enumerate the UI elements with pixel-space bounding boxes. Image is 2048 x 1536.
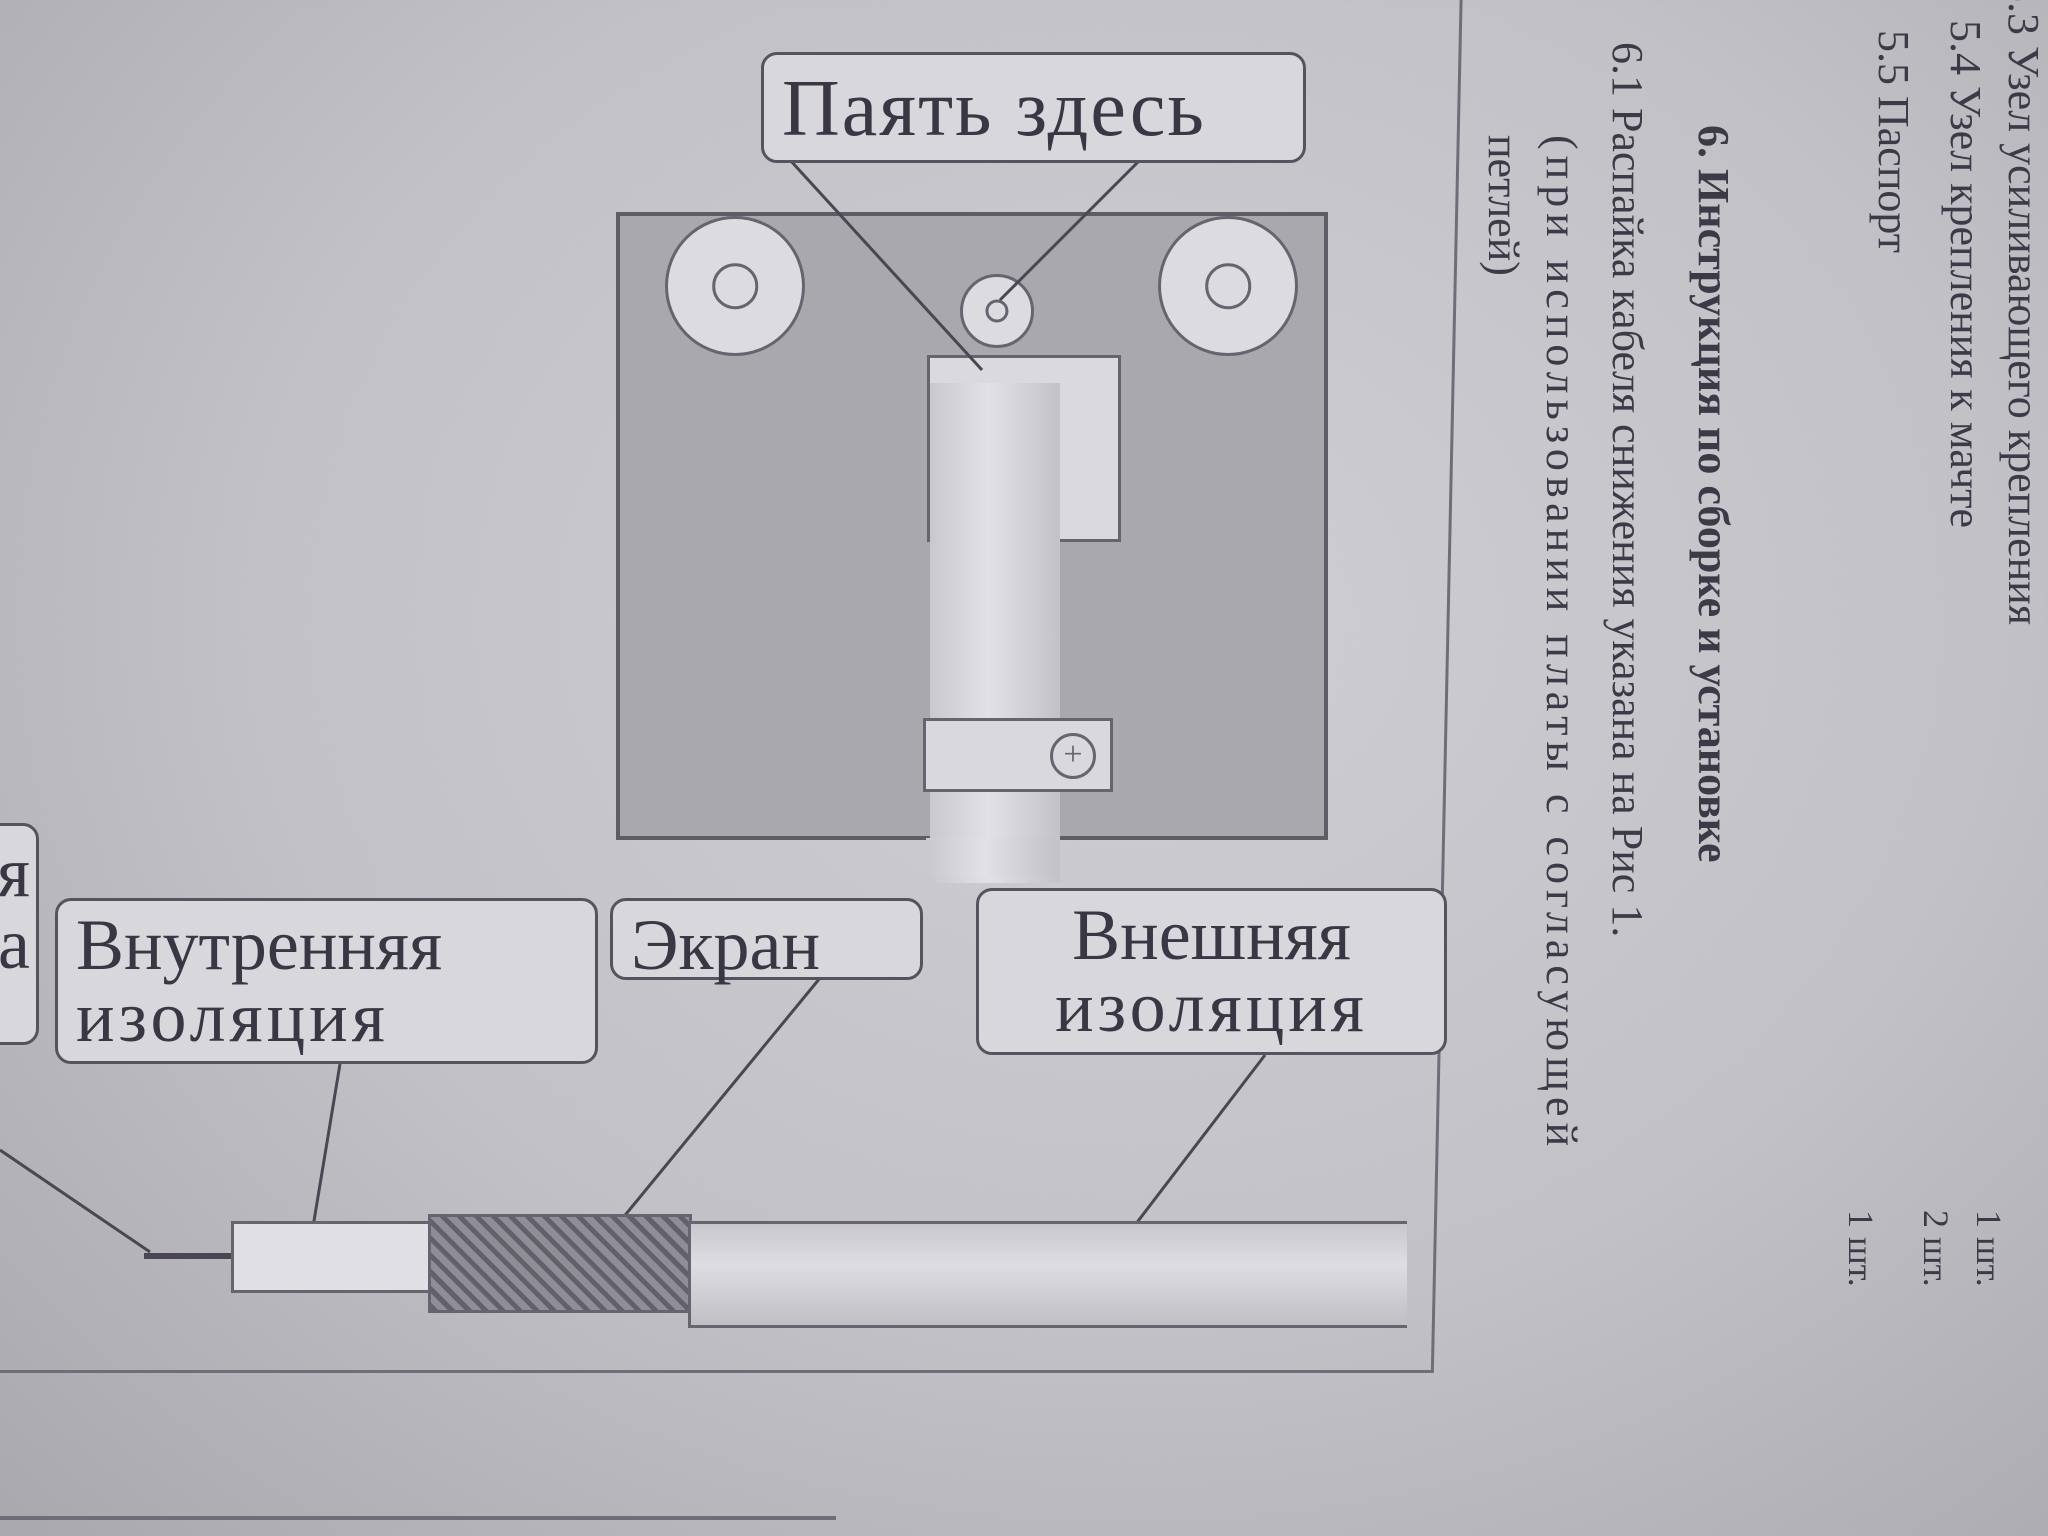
outer-insulation [688,1221,1407,1328]
item-number: 5.3 [1999,0,2048,35]
item-text: Узел крепления к мачте [1941,86,1990,528]
inner-insulation-label: Внутренняя изоляция [55,898,598,1064]
solder-pad [960,274,1034,348]
bottom-divider [0,1516,836,1520]
coax-cable-vertical [930,383,1060,883]
braided-shield [428,1214,692,1313]
section-heading: 6. Инструкция по сборке и установке [1689,125,1738,863]
partial-label-line: я [0,832,30,912]
paragraph-line-3: петлей) [1479,135,1528,276]
circuit-board: + [616,212,1328,883]
cable-end [926,838,1056,876]
outer-insulation-label: Внешняя изоляция [976,888,1447,1055]
solder-here-label: Паять здесь [761,52,1306,163]
list-item-5-5: 5.5 Паспорт [1868,30,1919,253]
paragraph-line-2: (при использовании платы с согласующей [1537,135,1586,1153]
qty-5-5: 1 шт. [1841,1210,1881,1287]
item-number: 5.4 [1941,20,1990,75]
partial-label: я а [0,823,39,1045]
outer-insulation-line-1: Внешняя [1072,895,1351,975]
shield-label: Экран [610,898,923,981]
outer-insulation-line-2: изоляция [1055,967,1368,1047]
item-text: Узел усиливающего крепления [1999,46,2048,625]
qty-5-3: 1 шт. [1969,1210,2009,1287]
inner-insulation [231,1221,431,1293]
inner-insulation-line-1: Внутренняя [76,905,443,985]
cable-clamp: + [923,718,1113,792]
partial-label-line: а [0,904,30,984]
inner-insulation-line-2: изоляция [76,977,389,1057]
list-item-5-3: 5.3 Узел усиливающего крепления [1998,0,2048,625]
mounting-hole-right [1158,216,1298,356]
paragraph-line-1: 6.1 Распайка кабеля снижения указана на … [1603,42,1652,938]
item-number: 5.5 [1869,30,1918,85]
item-text: Паспорт [1869,96,1918,254]
mounting-hole-left [665,216,805,356]
qty-5-4: 2 шт. [1916,1210,1956,1287]
screw-icon: + [1050,733,1096,779]
center-conductor [144,1253,236,1259]
list-item-5-4: 5.4 Узел крепления к мачте [1940,20,1991,528]
